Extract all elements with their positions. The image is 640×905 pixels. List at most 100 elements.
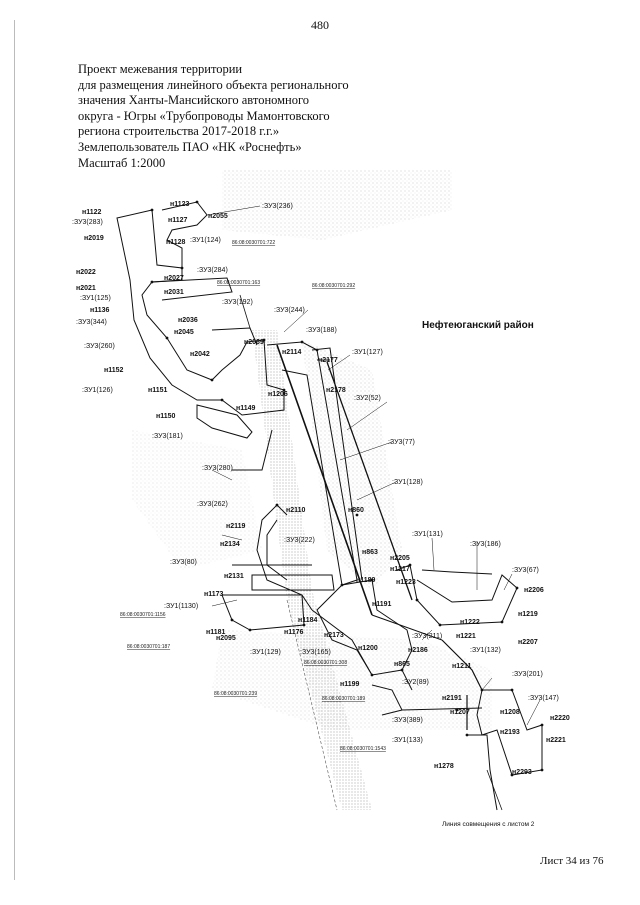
title-line: для размещения линейного объекта региона… <box>78 77 349 92</box>
match-line-caption: Линия совмещения с листом 2 <box>442 821 535 828</box>
parcel-label: :ЗУ3(201) <box>512 671 543 678</box>
parcel-label: :ЗУ3(344) <box>76 319 107 326</box>
point-label: н1208 <box>500 709 520 716</box>
parcel-label: :ЗУ1(124) <box>190 237 221 244</box>
parcel-label: :ЗУ3(80) <box>170 559 197 566</box>
point-label: н1127 <box>168 217 188 224</box>
point-label: н1222 <box>460 619 480 626</box>
parcel-label: :ЗУ3(283) <box>72 219 103 226</box>
point-label: н1128 <box>166 239 186 246</box>
point-label: н2186 <box>408 647 428 654</box>
parcel-label: :ЗУ1(133) <box>392 737 423 744</box>
stipple-zone-road <box>252 330 372 810</box>
land-user-line: Землепользователь ПАО «НК «Роснефть» <box>78 139 302 154</box>
parcel-label: :ЗУ3(188) <box>306 327 337 334</box>
district-label: Нефтеюганский район <box>422 319 534 331</box>
parcel-label: :ЗУ3(181) <box>152 433 183 440</box>
cadastral-label: 86:08:0030701:187 <box>127 644 170 650</box>
point-label: н2022 <box>76 269 96 276</box>
title-line: региона строительства 2017-2018 г.г.» <box>78 124 280 139</box>
parcel-label: :ЗУ2(52) <box>354 395 381 402</box>
parcel-label: :ЗУ3(260) <box>84 343 115 350</box>
pipeline-lines <box>239 294 483 730</box>
point-label: н2110 <box>286 507 306 514</box>
parcel-label: :ЗУ3(262) <box>197 501 228 508</box>
point-label: н2191 <box>442 695 462 702</box>
leader-lines <box>206 205 541 726</box>
stipple-zone-west <box>132 430 262 570</box>
point-label: н2021 <box>76 285 96 292</box>
cadastral-label: 86:08:0030701:308 <box>304 660 347 666</box>
parcel-label: :ЗУ1(132) <box>470 647 501 654</box>
point-label: н1278 <box>434 763 454 770</box>
point-label: н2045 <box>174 329 194 336</box>
parcel-label: :ЗУ3(236) <box>262 203 293 210</box>
parcel-label: :ЗУ1(125) <box>80 295 111 302</box>
cadastral-label: 86:08:0030701:292 <box>312 283 355 289</box>
point-label: н1219 <box>518 611 538 618</box>
parcel-label: :ЗУ3(192) <box>222 299 253 306</box>
point-label: н1152 <box>104 367 124 374</box>
match-line <box>486 769 503 811</box>
point-label: н2206 <box>524 587 544 594</box>
parcel-label: :ЗУ3(244) <box>274 307 305 314</box>
point-label: н2031 <box>164 289 184 296</box>
parcel-label: :ЗУ2(89) <box>402 679 429 686</box>
point-label: н2019 <box>84 235 104 242</box>
point-label: н1149 <box>236 405 256 412</box>
point-label: н1151 <box>148 387 168 394</box>
point-label: н1217 <box>390 566 410 573</box>
point-label: н2221 <box>546 737 566 744</box>
point-label: н2036 <box>178 317 198 324</box>
point-label: н1200 <box>358 645 378 652</box>
point-label: н1221 <box>456 633 476 640</box>
parcel-label: :ЗУ3(222) <box>284 537 315 544</box>
point-label: н863 <box>362 549 378 556</box>
point-label: н1150 <box>156 413 176 420</box>
parcel-label: :ЗУ3(165) <box>300 649 331 656</box>
point-label: н2134 <box>220 541 240 548</box>
point-label: н1207 <box>450 709 470 716</box>
parcel-label: :ЗУ3(211) <box>412 633 442 640</box>
page-number: 480 <box>311 18 329 32</box>
title-line: округа - Югры «Трубопроводы Мамонтовског… <box>78 108 330 123</box>
parcel-label: :ЗУ3(67) <box>512 567 539 574</box>
sheet-number: Лист 34 из 76 <box>540 855 604 867</box>
point-label: н1189 <box>356 577 376 584</box>
point-label: н2173 <box>324 632 344 639</box>
point-label: н2207 <box>518 639 538 646</box>
scan-edge-rule <box>14 20 15 880</box>
point-label: н2069 <box>244 339 264 346</box>
point-label: н865 <box>394 661 410 668</box>
point-label: н2042 <box>190 351 210 358</box>
stipple-zone-top <box>222 170 452 240</box>
title-line: значения Ханты-Мансийского автономного <box>78 93 310 108</box>
parcel-label: :ЗУ1(127) <box>352 349 383 356</box>
point-label: н2095 <box>216 635 236 642</box>
stipple-zone-east <box>302 340 402 590</box>
cadastral-label: 86:08:0030701:163 <box>217 280 260 286</box>
point-label: н1122 <box>82 209 102 216</box>
point-label: н1211 <box>452 663 472 670</box>
parcel-label: :ЗУ1(128) <box>392 479 423 486</box>
point-label: н1223 <box>396 579 416 586</box>
parcel-label: :ЗУ3(147) <box>528 695 559 702</box>
point-label: н2193 <box>500 729 520 736</box>
parcel-label: :ЗУ3(280) <box>202 465 233 472</box>
point-label: н1136 <box>90 307 110 314</box>
point-label: н1123 <box>170 201 190 208</box>
parcel-label: :ЗУ3(186) <box>470 541 501 548</box>
cadastral-label: 86:08:0030701:1543 <box>340 746 386 752</box>
point-label: н860 <box>348 507 364 514</box>
parcel-label: :ЗУ1(131) <box>412 531 443 538</box>
point-label: н2119 <box>226 523 246 530</box>
parcel-label: :ЗУ1(126) <box>82 387 113 394</box>
title-block: Проект межевания территории для размещен… <box>78 62 408 171</box>
point-label: н2293 <box>512 769 532 776</box>
point-label: н1184 <box>298 617 318 624</box>
cadastral-label: 86:08:0030701:239 <box>214 691 257 697</box>
parcel-label: :ЗУ1(1130) <box>164 603 198 610</box>
parcel-label: :ЗУ1(129) <box>250 649 281 656</box>
parcel-label: :ЗУ3(389) <box>392 717 423 724</box>
point-label: н2205 <box>390 555 410 562</box>
